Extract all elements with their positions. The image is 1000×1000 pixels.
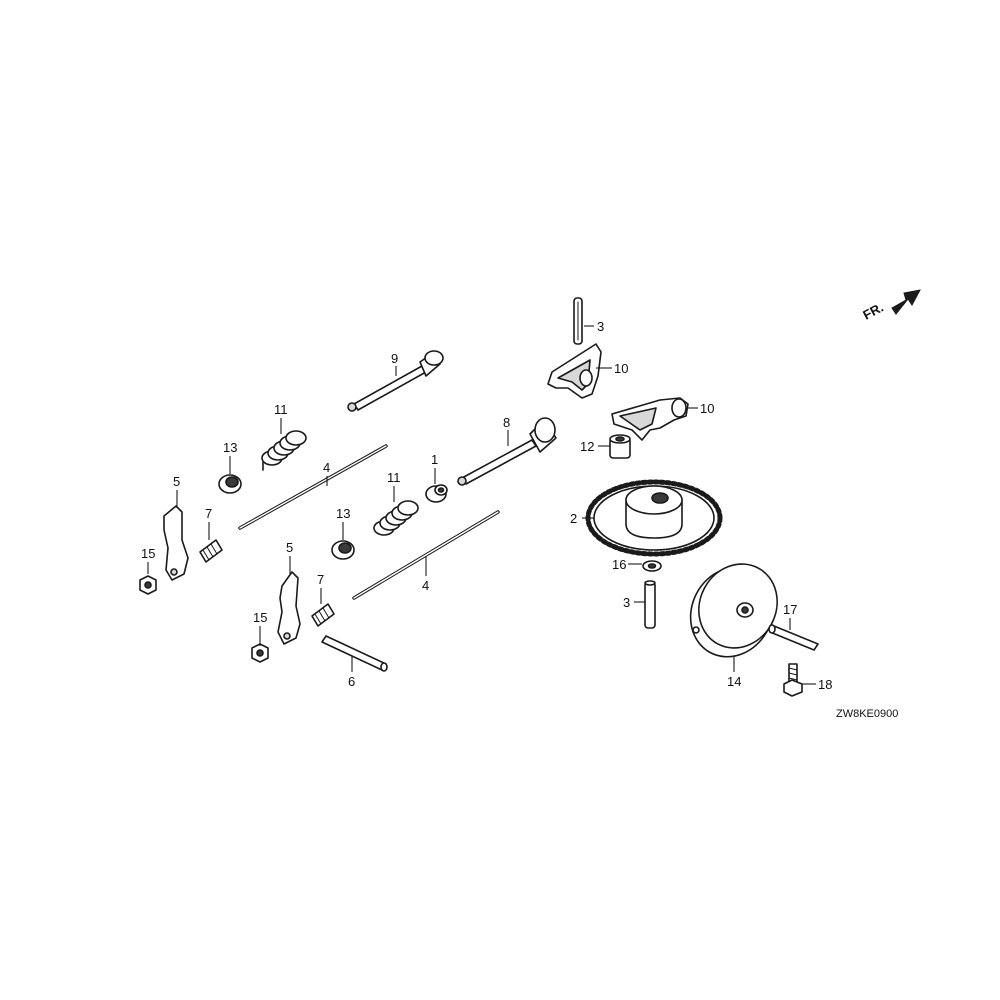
governor-plate bbox=[689, 563, 778, 658]
callout-6: 6 bbox=[348, 674, 355, 689]
callout-7-upper: 7 bbox=[205, 506, 212, 521]
callout-8: 8 bbox=[503, 415, 510, 430]
callout-18: 18 bbox=[818, 677, 832, 692]
pin-upper bbox=[573, 297, 583, 345]
callout-1: 1 bbox=[431, 452, 438, 467]
callout-2: 2 bbox=[570, 511, 577, 526]
callout-7-lower: 7 bbox=[317, 572, 324, 587]
callout-16: 16 bbox=[612, 557, 626, 572]
valve-cap bbox=[425, 484, 448, 503]
spring-retainer-upper bbox=[218, 474, 242, 494]
nut-upper bbox=[139, 575, 157, 595]
callout-3-lower: 3 bbox=[623, 595, 630, 610]
callout-3-upper: 3 bbox=[597, 319, 604, 334]
callout-4-lower: 4 bbox=[422, 578, 429, 593]
callout-11-lower: 11 bbox=[387, 470, 401, 485]
adjusting-screw-lower bbox=[311, 603, 335, 627]
callouts: 3 10 10 9 8 12 11 13 4 1 11 5 7 15 13 2 … bbox=[141, 319, 832, 692]
cam-follower-lower bbox=[611, 397, 689, 441]
rocker-shaft-pin bbox=[321, 635, 388, 672]
callout-14: 14 bbox=[727, 674, 741, 689]
washer bbox=[642, 560, 662, 572]
rocker-arm-upper bbox=[163, 505, 189, 581]
callout-13-lower: 13 bbox=[336, 506, 350, 521]
callout-9: 9 bbox=[391, 351, 398, 366]
callout-11-upper: 11 bbox=[274, 402, 288, 417]
callout-17: 17 bbox=[783, 602, 797, 617]
bolt bbox=[783, 663, 803, 697]
nut-lower bbox=[251, 643, 269, 663]
direction-label: FR. bbox=[860, 300, 886, 323]
rocker-arm-lower bbox=[277, 571, 301, 645]
callout-4-upper: 4 bbox=[323, 460, 330, 475]
callout-13-upper: 13 bbox=[223, 440, 237, 455]
valve-spring-upper bbox=[261, 430, 307, 471]
leader-lines bbox=[147, 325, 816, 685]
valve-spring-lower bbox=[373, 500, 419, 536]
valve-lower bbox=[457, 417, 557, 486]
callout-15-lower: 15 bbox=[253, 610, 267, 625]
valve-upper bbox=[347, 350, 444, 412]
spring-retainer-lower bbox=[331, 540, 355, 560]
callout-10-lower: 10 bbox=[700, 401, 714, 416]
pin-17 bbox=[768, 624, 819, 651]
cam-follower-upper bbox=[547, 343, 602, 399]
callout-12: 12 bbox=[580, 439, 594, 454]
callout-10-upper: 10 bbox=[614, 361, 628, 376]
push-rod-upper bbox=[238, 444, 388, 530]
front-direction-arrow-icon: FR. bbox=[860, 289, 921, 323]
drawing-code: ZW8KE0900 bbox=[836, 708, 898, 720]
adjusting-screw-upper bbox=[199, 539, 223, 563]
callout-5-upper: 5 bbox=[173, 474, 180, 489]
camshaft-gear bbox=[585, 479, 723, 557]
push-rod-lower bbox=[352, 510, 500, 600]
bushing bbox=[609, 434, 631, 459]
callout-5-lower: 5 bbox=[286, 540, 293, 555]
callout-15-upper: 15 bbox=[141, 546, 155, 561]
pin-lower bbox=[644, 580, 656, 629]
